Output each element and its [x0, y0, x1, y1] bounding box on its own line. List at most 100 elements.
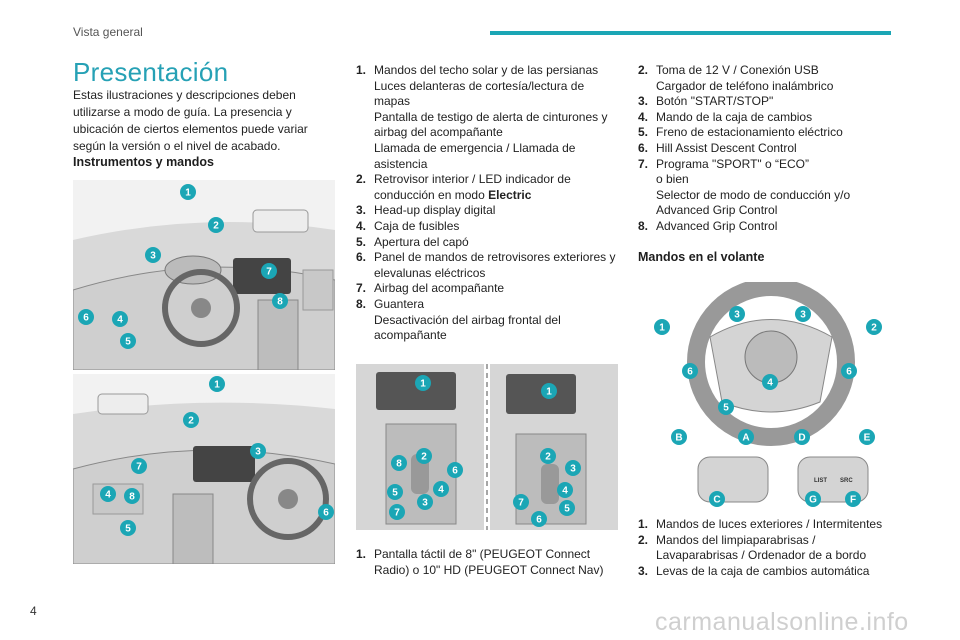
callout-badge-label: B [675, 433, 682, 444]
callout-badge-label: 5 [392, 488, 398, 499]
callout-badge-label: 2 [421, 452, 427, 463]
callout-badge [417, 494, 433, 510]
list-item: 2. Toma de 12 V / Conexión USB Cargador … [638, 63, 834, 93]
callout-badge [415, 375, 431, 391]
callout-badge-label: 4 [438, 485, 444, 496]
header-accent-bar [490, 31, 891, 35]
callout-badge [447, 462, 463, 478]
section-header: Vista general [73, 25, 143, 39]
callout-badge-label: 1 [185, 188, 191, 199]
callout-badge-label: 1 [546, 387, 552, 398]
callout-badge-label: 1 [659, 323, 665, 334]
wheel-button-list-label: LIST [814, 478, 827, 484]
list-item: 8.Advanced Grip Control [638, 218, 778, 233]
callout-badge-label: 6 [846, 367, 852, 378]
callout-badge [391, 455, 407, 471]
page-number: 4 [30, 604, 37, 618]
callout-badge-label: A [742, 433, 749, 444]
callout-badge-label: 3 [800, 310, 806, 321]
list-item: 3.Levas de la caja de cambios automática [638, 563, 870, 578]
callout-badge-label: 2 [213, 221, 219, 232]
callout-badge-label: 1 [214, 380, 220, 391]
callout-badge [541, 383, 557, 399]
callout-badge-label: 5 [125, 337, 131, 348]
callout-badge [565, 460, 581, 476]
callout-badge [78, 309, 94, 325]
callout-badge-label: 1 [420, 379, 426, 390]
callout-badge [261, 263, 277, 279]
list-item: 6.Hill Assist Descent Control [638, 140, 797, 155]
callout-badge [866, 319, 882, 335]
callout-badge-label: 3 [422, 498, 428, 509]
callout-badge [718, 399, 734, 415]
callout-badge [738, 429, 754, 445]
instruments-list: 1. Mandos del techo solar y de las persi… [356, 63, 618, 344]
callout-badge [272, 293, 288, 309]
watermark: carmanualsonline.info [655, 608, 909, 636]
callout-badge [120, 333, 136, 349]
callout-badge [387, 484, 403, 500]
callout-badge [795, 306, 811, 322]
intro-paragraph: Estas ilustraciones y descripciones debe… [73, 88, 308, 153]
callout-badge [540, 448, 556, 464]
callout-badge-label: 5 [564, 504, 570, 515]
callout-badge [180, 184, 196, 200]
callout-badge-label: 3 [734, 310, 740, 321]
list-item: 1.Mandos de luces exteriores / Intermite… [638, 517, 883, 531]
callout-badge [845, 491, 861, 507]
callout-badge-label: 4 [562, 486, 568, 497]
callout-badge [729, 306, 745, 322]
callout-badge-label: 4 [767, 378, 773, 389]
subheading-instruments: Instrumentos y mandos [73, 155, 214, 169]
callout-badge-label: 7 [266, 267, 272, 278]
list-item: 8. Guantera Desactivación del airbag fro… [356, 296, 561, 343]
callout-badge [124, 488, 140, 504]
callout-badge [433, 481, 449, 497]
callout-badge [145, 247, 161, 263]
callout-badge [120, 520, 136, 536]
callout-badge [100, 486, 116, 502]
callout-badge-label: 5 [723, 403, 729, 414]
callout-badge [859, 429, 875, 445]
callout-badge-label: 3 [150, 251, 156, 262]
callout-badge [762, 374, 778, 390]
callout-badge [559, 500, 575, 516]
callout-badge [794, 429, 810, 445]
list-item: 7.Airbag del acompañante [356, 281, 505, 296]
callout-badge [131, 458, 147, 474]
list-item: 5.Apertura del capó [356, 234, 469, 249]
callout-badge [209, 376, 225, 392]
callout-badge-label: E [864, 433, 871, 444]
callout-badge-label: F [850, 495, 856, 506]
steering-controls-list: 1.Mandos de luces exteriores / Intermite… [638, 517, 898, 579]
callout-badge-label: 7 [394, 508, 400, 519]
list-item: 5.Freno de estacionamiento eléctrico [638, 125, 843, 140]
callout-badge [841, 363, 857, 379]
callout-badge [250, 443, 266, 459]
callout-badge-label: D [798, 433, 805, 444]
callout-badge-label: 3 [570, 464, 576, 475]
callout-badge-label: 6 [83, 313, 89, 324]
list-item: 1. Mandos del techo solar y de las persi… [356, 63, 608, 171]
list-item: 3.Head-up display digital [356, 203, 496, 218]
controls-list: 2. Toma de 12 V / Conexión USB Cargador … [638, 63, 898, 235]
list-item: 3.Botón "START/STOP" [638, 94, 774, 109]
callout-badge-label: 7 [518, 498, 524, 509]
callout-badge-label: 6 [687, 367, 693, 378]
callout-badge-label: 2 [545, 452, 551, 463]
callout-badge-label: 6 [323, 508, 329, 519]
callout-badge [531, 511, 547, 527]
callout-badge [654, 319, 670, 335]
callout-badge [513, 494, 529, 510]
list-item: 1. Pantalla táctil de 8" (PEUGEOT Connec… [356, 547, 604, 577]
callout-badge-label: 3 [255, 447, 261, 458]
list-item: 7. Programa "SPORT" o “ECO” o bien Selec… [638, 156, 851, 218]
callout-badge [671, 429, 687, 445]
list-item: 6. Panel de mandos de retrovisores exter… [356, 250, 616, 280]
callout-badge-label: C [713, 495, 720, 506]
list-item: 4.Caja de fusibles [356, 218, 460, 233]
page-title: Presentación [73, 57, 229, 87]
